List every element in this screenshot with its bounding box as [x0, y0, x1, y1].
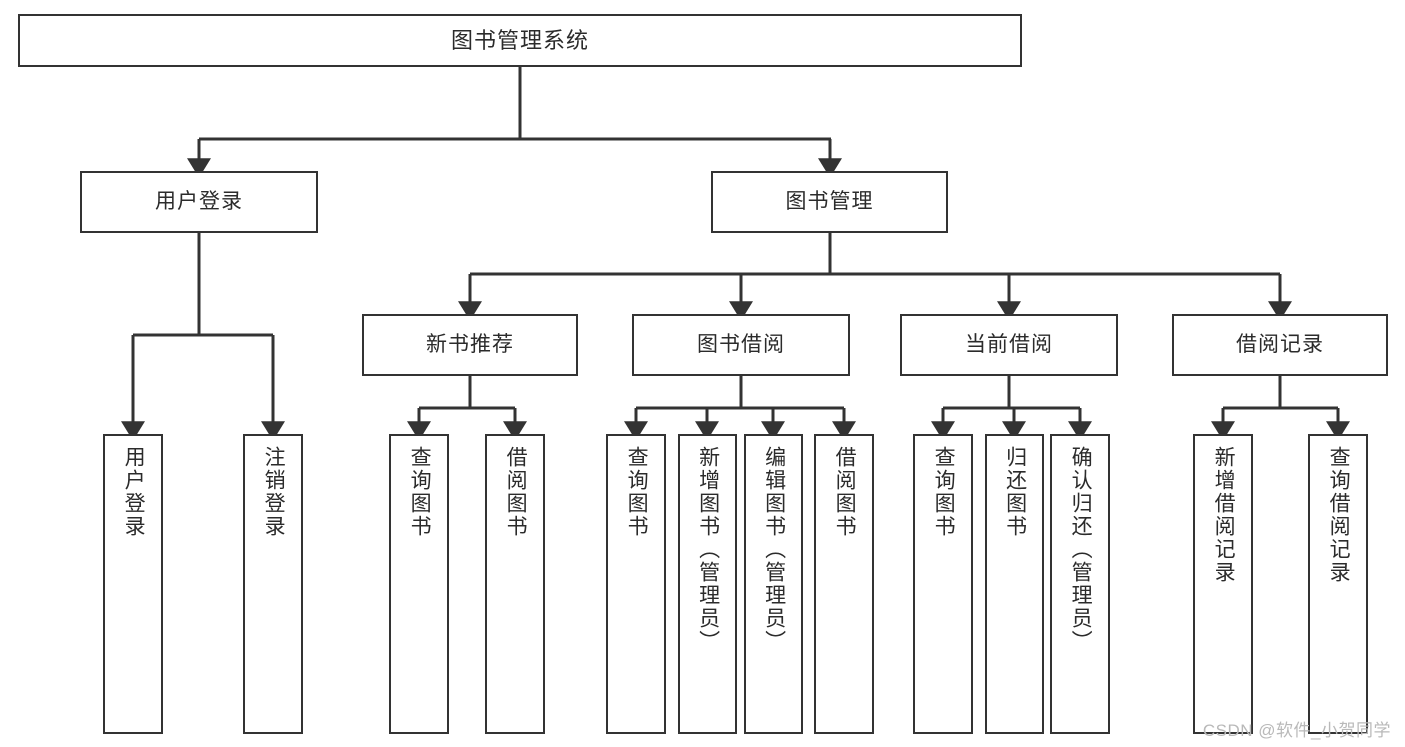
node-label: 图书管理: [785, 189, 874, 213]
node-label: 新增图书（管理员）: [696, 446, 720, 653]
node-label: 当前借阅: [965, 332, 1053, 356]
node-label: 查询借阅记录: [1327, 446, 1351, 584]
node-book-borrow[interactable]: 图书借阅: [632, 314, 850, 376]
node-label: 注销登录: [262, 446, 286, 538]
watermark: CSDN @软件_小贺同学: [1202, 721, 1391, 740]
node-label: 查询图书: [932, 446, 956, 538]
node-label: 确认归还（管理员）: [1069, 446, 1093, 653]
leaf-query-book-borrow[interactable]: 查询图书: [606, 434, 666, 734]
node-label: 归还图书: [1003, 446, 1027, 538]
node-label: 查询图书: [408, 446, 432, 538]
leaf-borrow-book[interactable]: 借阅图书: [814, 434, 874, 734]
leaf-edit-book-admin[interactable]: 编辑图书（管理员）: [744, 434, 803, 734]
leaf-query-book-recommend[interactable]: 查询图书: [389, 434, 449, 734]
node-label: 借阅图书: [833, 446, 857, 538]
node-label: 编辑图书（管理员）: [762, 446, 786, 653]
node-current-borrow[interactable]: 当前借阅: [900, 314, 1118, 376]
leaf-add-borrow-record[interactable]: 新增借阅记录: [1193, 434, 1253, 734]
leaf-return-book[interactable]: 归还图书: [985, 434, 1044, 734]
node-label: 新书推荐: [426, 332, 514, 356]
node-label: 图书管理系统: [450, 27, 589, 53]
node-label: 借阅图书: [504, 446, 528, 538]
node-label: 图书借阅: [697, 332, 785, 356]
node-book-management[interactable]: 图书管理: [711, 171, 948, 233]
leaf-query-book-current[interactable]: 查询图书: [913, 434, 973, 734]
leaf-user-login[interactable]: 用户登录: [103, 434, 163, 734]
node-label: 用户登录: [122, 446, 146, 538]
leaf-query-borrow-record[interactable]: 查询借阅记录: [1308, 434, 1368, 734]
node-user-login[interactable]: 用户登录: [80, 171, 318, 233]
node-label: 查询图书: [625, 446, 649, 538]
node-label: 借阅记录: [1236, 332, 1324, 356]
node-new-book-recommend[interactable]: 新书推荐: [362, 314, 578, 376]
leaf-add-book-admin[interactable]: 新增图书（管理员）: [678, 434, 737, 734]
leaf-borrow-book-recommend[interactable]: 借阅图书: [485, 434, 545, 734]
node-borrow-record[interactable]: 借阅记录: [1172, 314, 1388, 376]
node-label: 新增借阅记录: [1212, 446, 1236, 584]
node-label: 用户登录: [155, 189, 243, 213]
node-root-system[interactable]: 图书管理系统: [18, 14, 1022, 67]
leaf-confirm-return-admin[interactable]: 确认归还（管理员）: [1050, 434, 1110, 734]
leaf-logout[interactable]: 注销登录: [243, 434, 303, 734]
